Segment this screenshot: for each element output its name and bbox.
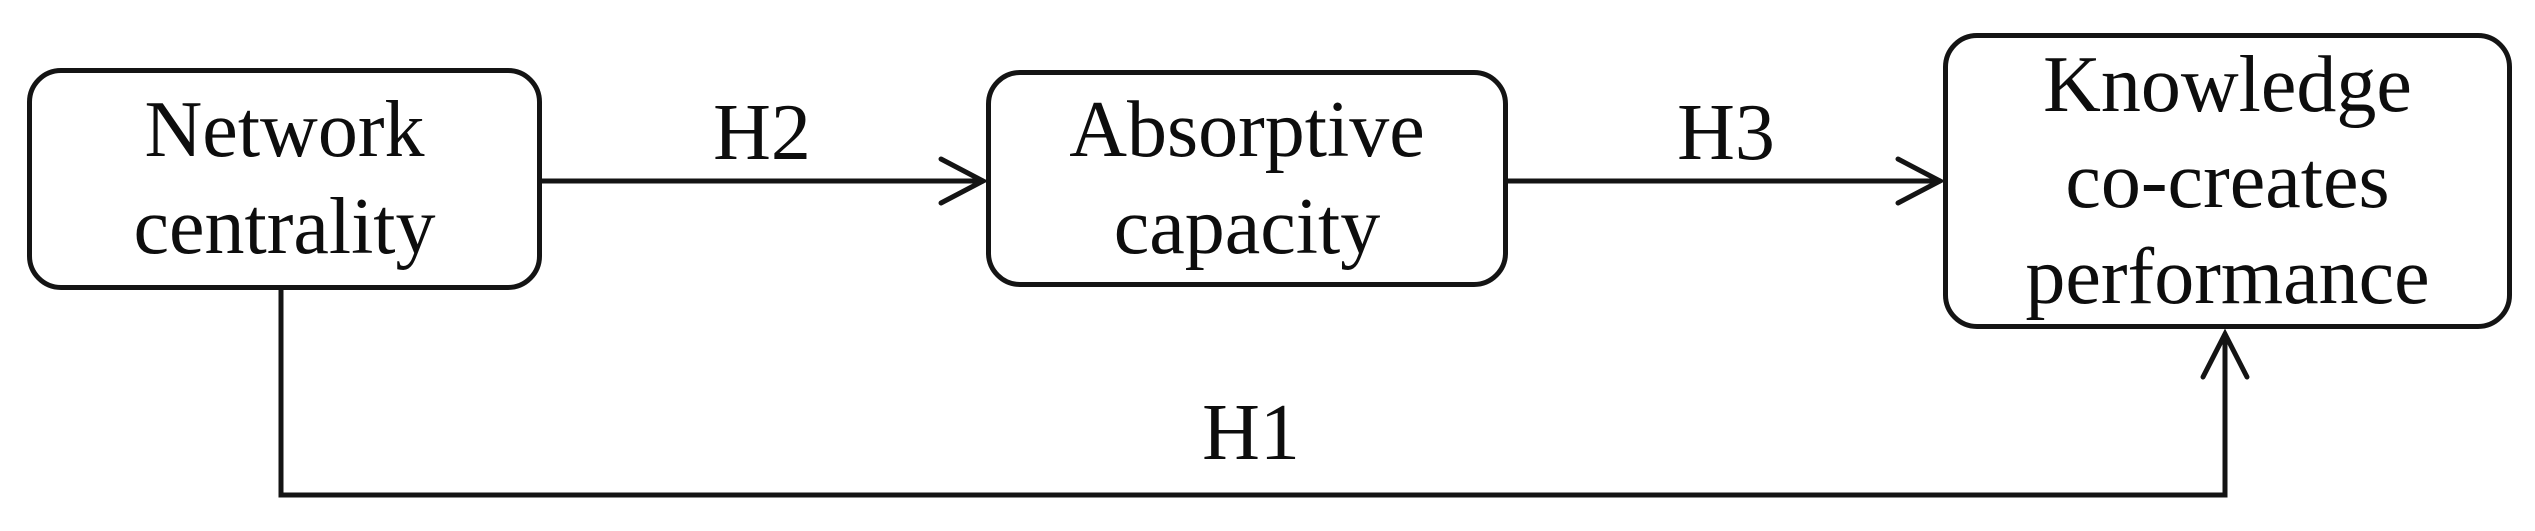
node-label-line: Knowledge — [2043, 41, 2412, 129]
node-label-line: centrality — [133, 183, 436, 271]
edge-label-h3: H3 — [1677, 89, 1775, 177]
edge-label-h1: H1 — [1202, 389, 1300, 477]
node-absorptive-capacity: Absorptive capacity — [986, 70, 1508, 287]
edge-h1-line — [278, 288, 2228, 498]
edge-label-h2: H2 — [713, 89, 811, 177]
node-label-line: co-creates — [2065, 137, 2390, 225]
node-network-centrality: Network centrality — [27, 68, 542, 290]
node-label-line: performance — [2025, 233, 2430, 321]
node-label-line: capacity — [1113, 182, 1381, 271]
edge-h1-arrowhead-icon — [2200, 328, 2250, 380]
node-label-line: Network — [144, 86, 425, 174]
edge-h2-arrowhead-icon — [938, 156, 989, 206]
node-knowledge-co-creates-performance: Knowledge co-creates performance — [1943, 33, 2512, 329]
node-label-line: Absorptive — [1069, 85, 1425, 174]
edge-h3-arrowhead-icon — [1895, 156, 1946, 206]
